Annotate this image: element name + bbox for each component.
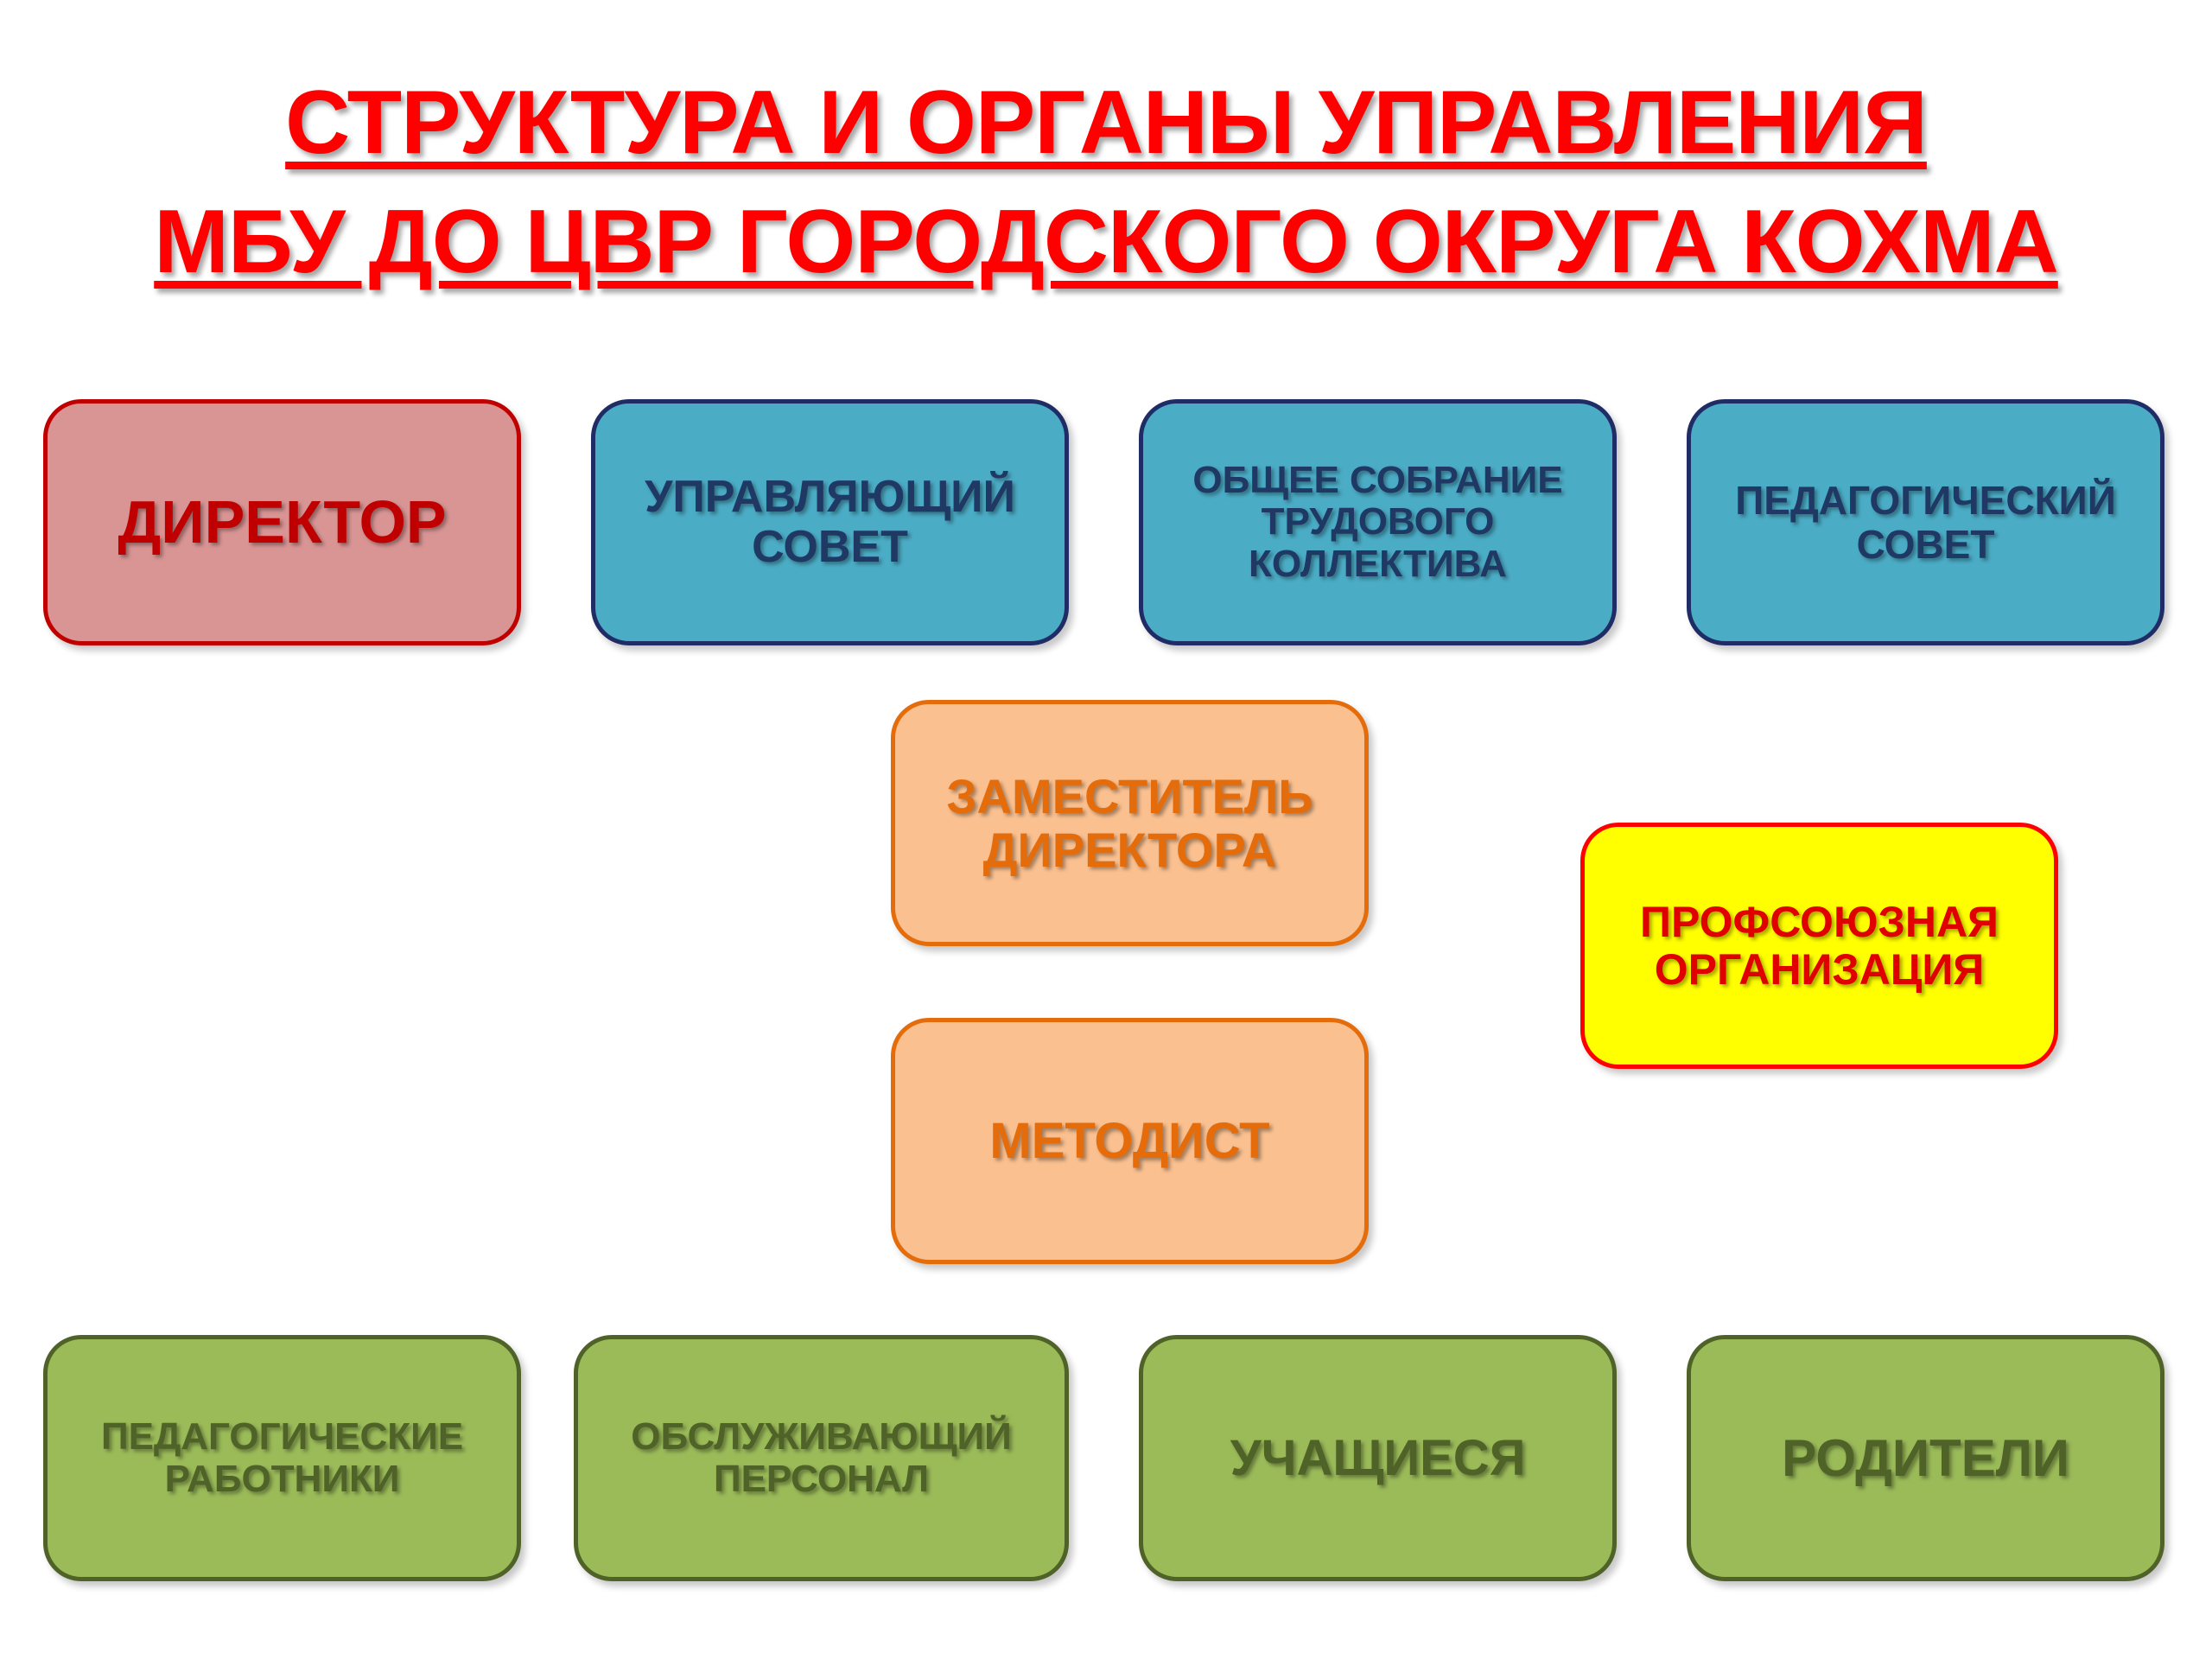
director-box: ДИРЕКТОР <box>43 399 521 645</box>
general-meeting-box: ОБЩЕЕ СОБРАНИЕ ТРУДОВОГО КОЛЛЕКТИВА <box>1139 399 1617 645</box>
parents-box: РОДИТЕЛИ <box>1687 1335 2164 1581</box>
students-box: УЧАЩИЕСЯ <box>1139 1335 1617 1581</box>
pedagogical-council-box: ПЕДАГОГИЧЕСКИЙ СОВЕТ <box>1687 399 2164 645</box>
methodist-box: МЕТОДИСТ <box>891 1018 1369 1264</box>
governing-council-label: УПРАВЛЯЮЩИЙ СОВЕТ <box>645 472 1015 572</box>
director-label: ДИРЕКТОР <box>118 488 447 556</box>
page-title-line-1: СТРУКТУРА И ОРГАНЫ УПРАВЛЕНИЯ <box>285 73 1928 173</box>
page-title-line-2: МБУ ДО ЦВР ГОРОДСКОГО ОКРУГА КОХМА <box>154 192 2059 292</box>
deputy-director-box: ЗАМЕСТИТЕЛЬ ДИРЕКТОРА <box>891 700 1369 946</box>
service-staff-label: ОБСЛУЖИВАЮЩИЙ ПЕРСОНАЛ <box>631 1415 1012 1500</box>
deputy-director-label: ЗАМЕСТИТЕЛЬ ДИРЕКТОРА <box>946 768 1313 877</box>
students-label: УЧАЩИЕСЯ <box>1230 1429 1526 1486</box>
teaching-staff-box: ПЕДАГОГИЧЕСКИЕ РАБОТНИКИ <box>43 1335 521 1581</box>
trade-union-label: ПРОФСОЮЗНАЯ ОРГАНИЗАЦИЯ <box>1640 897 1999 994</box>
general-meeting-label: ОБЩЕЕ СОБРАНИЕ ТРУДОВОГО КОЛЛЕКТИВА <box>1192 458 1563 585</box>
trade-union-box: ПРОФСОЮЗНАЯ ОРГАНИЗАЦИЯ <box>1580 823 2058 1069</box>
methodist-label: МЕТОДИСТ <box>989 1112 1270 1169</box>
service-staff-box: ОБСЛУЖИВАЮЩИЙ ПЕРСОНАЛ <box>574 1335 1069 1581</box>
pedagogical-council-label: ПЕДАГОГИЧЕСКИЙ СОВЕТ <box>1735 477 2116 567</box>
parents-label: РОДИТЕЛИ <box>1782 1428 2069 1487</box>
teaching-staff-label: ПЕДАГОГИЧЕСКИЕ РАБОТНИКИ <box>100 1415 464 1500</box>
governing-council-box: УПРАВЛЯЮЩИЙ СОВЕТ <box>591 399 1069 645</box>
